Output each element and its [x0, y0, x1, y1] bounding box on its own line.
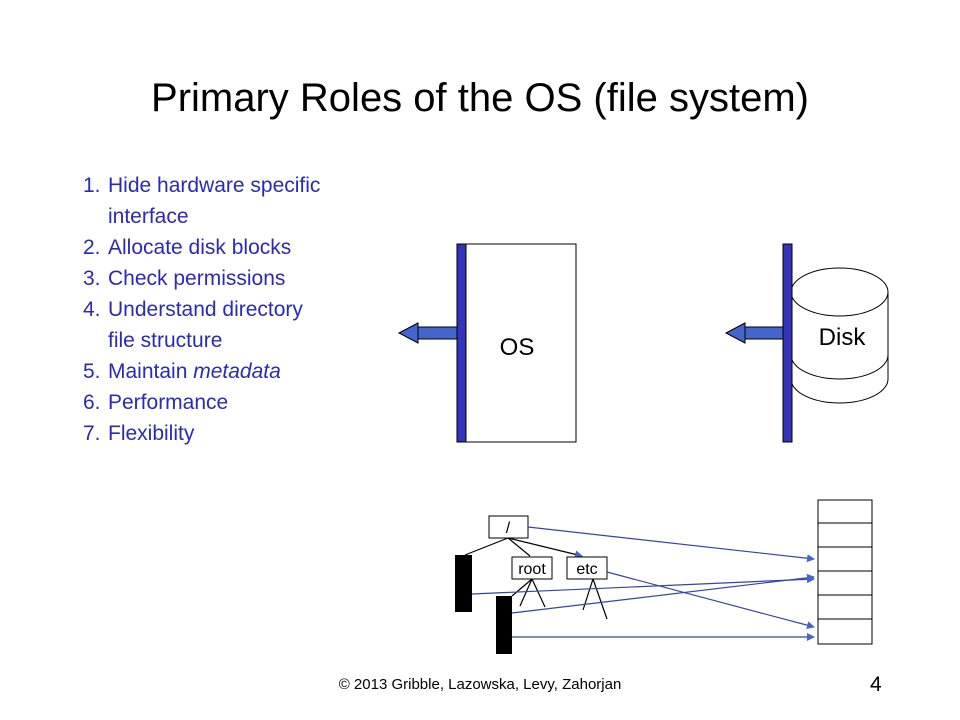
item-number: 5. — [83, 360, 101, 383]
dir-node-label: etc — [576, 561, 597, 578]
item-text-emphasis: metadata — [193, 360, 281, 383]
item-text: Check permissions — [108, 267, 286, 290]
disk-block-cell — [817, 522, 873, 548]
dir-node-label: / — [506, 520, 511, 537]
tree-edge — [511, 578, 533, 597]
os-label: OS — [500, 334, 535, 361]
item-number: 4. — [83, 298, 101, 321]
item-number: 1. — [83, 174, 101, 197]
item-number: 7. — [83, 422, 101, 445]
arrow-head — [724, 322, 746, 344]
disk-interface-bar — [782, 243, 793, 443]
os-box — [456, 243, 577, 443]
arrow-shaft — [743, 326, 784, 340]
disk-block-cell — [817, 594, 873, 620]
list-item: 1. Hide hardware specific interface — [83, 170, 320, 232]
dir-node-label: root — [518, 561, 546, 578]
list-item: 6. Performance — [83, 387, 320, 418]
tree-edge — [507, 537, 583, 559]
list-item: 4. Understand directory file structure — [83, 294, 320, 356]
os-interface-arrow — [397, 322, 458, 344]
arrow-shaft — [416, 326, 458, 340]
list-item: 5. Maintain metadata — [83, 356, 320, 387]
item-text: Flexibility — [108, 422, 195, 445]
dir-node-etc — [566, 556, 608, 580]
item-text-prefix: Maintain — [108, 360, 194, 383]
mapping-arrow — [511, 573, 815, 614]
tree-edge — [531, 578, 546, 608]
list-item: 2. Allocate disk blocks — [83, 232, 320, 263]
item-number: 2. — [83, 236, 101, 259]
disk-block-cell — [817, 618, 873, 645]
tree-edge — [507, 537, 531, 557]
mapping-arrow — [471, 575, 815, 595]
arrow-head — [397, 322, 419, 344]
disk-block-column — [817, 499, 873, 645]
slide-title: Primary Roles of the OS (file system) — [151, 76, 809, 120]
item-text-continued: interface — [108, 205, 189, 228]
copyright-footer: © 2013 Gribble, Lazowska, Levy, Zahorjan — [338, 676, 622, 693]
list-item: 7. Flexibility — [83, 418, 320, 449]
disk-block-cell — [817, 546, 873, 572]
list-item: 3. Check permissions — [83, 263, 320, 294]
item-text: Performance — [108, 391, 229, 414]
item-number: 3. — [83, 267, 101, 290]
item-text: Understand directory — [108, 298, 303, 321]
file-block-2 — [496, 596, 512, 654]
mapping-arrow — [606, 571, 815, 630]
item-text: Maintain metadata — [108, 356, 320, 387]
item-text: Allocate disk blocks — [108, 236, 292, 259]
block-mapping-arrows — [471, 526, 815, 641]
tree-edge — [519, 578, 533, 607]
item-text: Hide hardware specific — [108, 174, 321, 197]
item-number: 6. — [83, 391, 101, 414]
tree-edge — [592, 578, 608, 620]
tree-edge — [464, 537, 509, 556]
disk-label: Disk — [819, 324, 867, 351]
disk-inner-curve — [790, 354, 889, 380]
disk-block: Disk — [782, 243, 889, 443]
disk-block-cell — [817, 499, 873, 524]
mapping-arrow — [527, 526, 815, 563]
page-number: 4 — [870, 673, 882, 696]
roles-list: 1. Hide hardware specific interface 2. A… — [83, 170, 320, 449]
disk-top-ellipse — [790, 267, 889, 317]
item-text-continued: file structure — [108, 329, 223, 352]
disk-interface-arrow — [724, 322, 784, 344]
os-interface-bar — [456, 243, 467, 443]
disk-block-cell — [817, 570, 873, 596]
tree-edge — [582, 578, 594, 611]
disk-bottom-curve — [790, 378, 889, 404]
directory-tree: / root etc — [455, 515, 608, 654]
file-block-1 — [455, 555, 472, 612]
os-block: OS — [456, 243, 577, 443]
